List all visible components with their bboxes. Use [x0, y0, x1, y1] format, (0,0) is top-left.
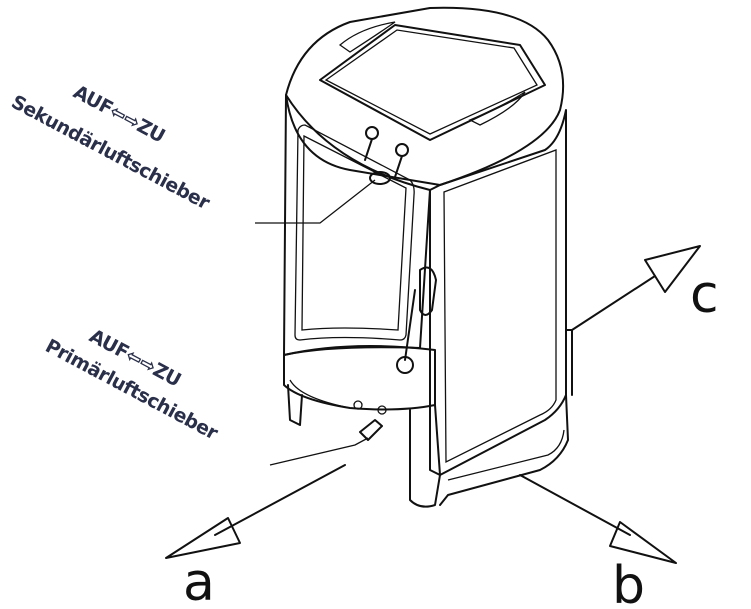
primary-leader-line — [269, 437, 369, 466]
axis-a-arrowhead — [165, 517, 241, 559]
stove-body — [283, 6, 573, 508]
axis-b-arrow-line — [519, 474, 631, 536]
axis-b-arrowhead — [609, 521, 677, 564]
secondary-leader-line — [255, 179, 376, 224]
axis-a-arrow-line — [214, 464, 346, 536]
axis-c-arrowhead — [644, 245, 701, 293]
axis-c-label: c — [690, 265, 719, 325]
axis-c-arrow-line — [571, 275, 656, 331]
axis-a-label: a — [183, 553, 215, 609]
axis-b-label: b — [612, 556, 645, 609]
